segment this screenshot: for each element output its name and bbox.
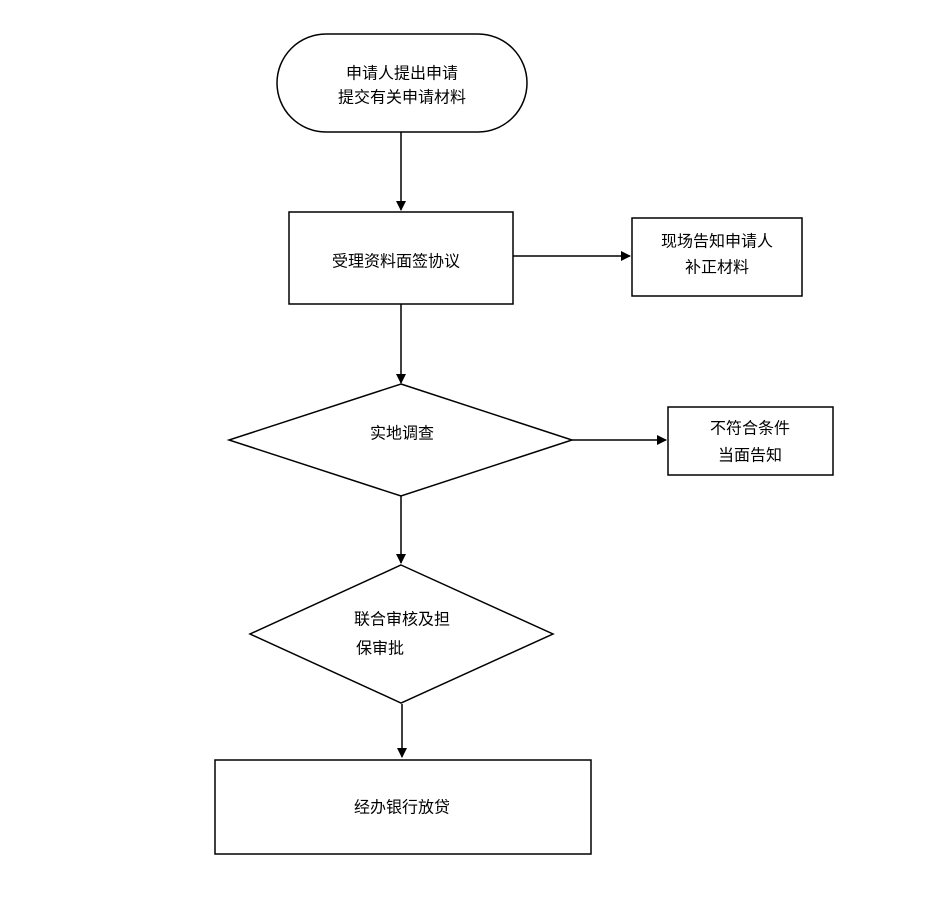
node-not-qualified-line-1: 不符合条件 — [710, 419, 790, 438]
node-notify-supplement-shape — [631, 217, 803, 297]
node-accept-shape — [288, 211, 514, 305]
node-accept-line-1: 受理资料面签协议 — [332, 252, 460, 271]
node-apply-shape — [276, 33, 528, 133]
node-accept: 受理资料面签协议 — [288, 211, 514, 305]
node-apply-line-1: 申请人提出申请 — [346, 64, 458, 83]
node-notify-supplement-line-2: 补正材料 — [685, 258, 749, 277]
node-joint-review: 联合审核及担 保审批 — [248, 564, 555, 704]
node-site-survey: 实地调查 — [226, 383, 575, 497]
node-bank-loan: 经办银行放贷 — [214, 759, 592, 855]
node-notify-supplement: 现场告知申请人 补正材料 — [631, 217, 803, 297]
node-bank-loan-shape — [214, 759, 592, 855]
node-not-qualified-shape — [667, 406, 834, 476]
node-not-qualified: 不符合条件 当面告知 — [667, 406, 834, 476]
node-notify-supplement-line-1: 现场告知申请人 — [661, 232, 773, 251]
node-site-survey-shape — [226, 383, 575, 497]
edges — [396, 132, 667, 758]
node-site-survey-line-1: 实地调查 — [370, 424, 434, 443]
node-apply: 申请人提出申请 提交有关申请材料 — [276, 33, 528, 133]
node-bank-loan-line-1: 经办银行放贷 — [354, 798, 450, 817]
node-apply-line-2: 提交有关申请材料 — [338, 88, 466, 107]
node-joint-review-line-2: 保审批 — [356, 639, 404, 658]
node-joint-review-line-1: 联合审核及担 — [354, 610, 450, 629]
node-joint-review-shape — [248, 564, 555, 704]
node-not-qualified-line-2: 当面告知 — [718, 446, 782, 465]
